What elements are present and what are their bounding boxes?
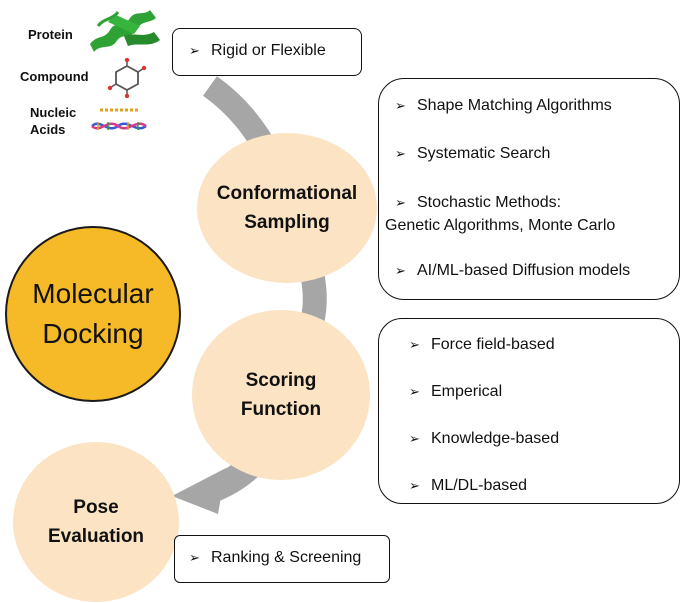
ranking-screening-item: ➢Ranking & Screening	[189, 549, 362, 566]
sampling-item: ➢AI/ML-based Diffusion models	[395, 262, 631, 279]
scoring-function-circle: Scoring Function	[192, 310, 370, 480]
arrow-bullet-icon: ➢	[395, 146, 406, 161]
pose-title-line2: Evaluation	[47, 526, 145, 547]
sampling-item: ➢Stochastic Methods:	[395, 194, 562, 211]
scoring-item: ➢Force field-based	[409, 336, 555, 353]
arrow-bullet-icon: ➢	[189, 43, 200, 58]
sampling-item: ➢Shape Matching Algorithms	[395, 97, 612, 114]
compound-label: Compound	[20, 69, 89, 84]
flow-arrow-bottom-head	[172, 468, 226, 514]
compound-icon	[107, 58, 147, 98]
pose-evaluation-circle: Pose Evaluation	[13, 442, 179, 602]
molecular-docking-circle: Molecular Docking	[5, 226, 181, 402]
arrow-bullet-icon: ➢	[395, 263, 406, 278]
sampling-item-continued: Genetic Algorithms, Monte Carlo	[385, 217, 616, 234]
nucleic-acids-label: Nucleic Acids	[30, 105, 77, 137]
scoring-item: ➢Emperical	[409, 383, 503, 400]
nucleic-acids-icon	[91, 108, 147, 130]
scoring-methods-box: ➢Force field-based ➢Emperical ➢Knowledge…	[378, 318, 680, 504]
protein-label: Protein	[28, 27, 73, 42]
arrow-bullet-icon: ➢	[409, 337, 420, 352]
protein-icon	[90, 10, 160, 52]
arrow-bullet-icon: ➢	[395, 195, 406, 210]
scoring-title-line2: Function	[240, 399, 322, 420]
arrow-bullet-icon: ➢	[409, 384, 420, 399]
sampling-item: ➢Systematic Search	[395, 145, 551, 162]
rigid-flexible-box: ➢Rigid or Flexible	[172, 28, 362, 76]
ranking-screening-box: ➢Ranking & Screening	[174, 535, 390, 583]
molecular-docking-line2: Docking	[42, 318, 144, 349]
pose-title-line1: Pose	[73, 497, 119, 518]
conformational-sampling-circle: Conformational Sampling	[197, 133, 377, 283]
arrow-bullet-icon: ➢	[189, 550, 200, 565]
molecular-docking-line1: Molecular	[32, 278, 154, 309]
sampling-title-line1: Conformational	[216, 183, 358, 204]
scoring-title-line1: Scoring	[245, 370, 317, 391]
scoring-item: ➢ML/DL-based	[409, 477, 528, 494]
sampling-methods-box: ➢Shape Matching Algorithms ➢Systematic S…	[378, 78, 680, 300]
arrow-bullet-icon: ➢	[409, 478, 420, 493]
scoring-item: ➢Knowledge-based	[409, 430, 560, 447]
rigid-flexible-item: ➢Rigid or Flexible	[189, 42, 326, 59]
sampling-title-line2: Sampling	[244, 212, 330, 233]
arrow-bullet-icon: ➢	[395, 98, 406, 113]
arrow-bullet-icon: ➢	[409, 431, 420, 446]
